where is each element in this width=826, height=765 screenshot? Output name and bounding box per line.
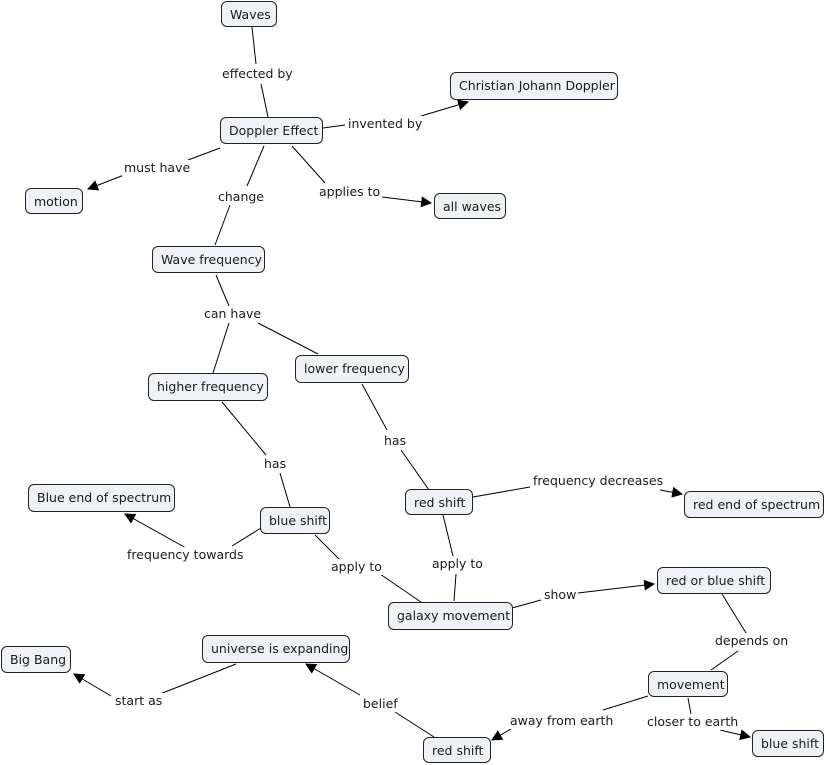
edge-can-have-to-higher	[212, 322, 230, 374]
link-belief: belief	[361, 696, 400, 712]
link-frequency-towards: frequency towards	[125, 547, 246, 563]
link-frequency-decreases: frequency decreases	[531, 473, 666, 489]
link-applies-to: applies to	[317, 184, 383, 200]
node-blue-shift-2[interactable]: blue shift	[752, 730, 824, 757]
edge-blue-shift-to-freq-towards	[231, 527, 262, 547]
edge-red-or-blue-to-depends	[721, 593, 747, 634]
edge-movement-to-closer	[687, 697, 692, 715]
node-galaxy-movement[interactable]: galaxy movement	[388, 602, 513, 630]
link-change: change	[216, 189, 267, 205]
edge-wave-frequency-to-can-have	[215, 274, 230, 307]
edge-depends-to-movement	[710, 650, 739, 671]
edge-has-to-blue-shift	[279, 472, 291, 508]
link-show: show	[542, 587, 579, 603]
edge-doppler-to-must-have	[187, 147, 221, 161]
edge-closer-to-blue-shift	[719, 729, 752, 741]
node-lower-frequency[interactable]: lower frequency	[295, 355, 409, 383]
edge-label-to-doppler	[260, 83, 269, 118]
edge-red-shift-to-apply-to	[442, 514, 454, 557]
node-doppler-effect[interactable]: Doppler Effect	[220, 117, 323, 144]
edge-can-have-to-lower	[257, 322, 319, 355]
link-away-from-earth: away from earth	[508, 713, 616, 729]
edge-apply-to-to-galaxy	[379, 573, 422, 603]
node-christian-johann-doppler[interactable]: Christian Johann Doppler	[450, 72, 618, 100]
link-can-have: can have	[202, 306, 264, 322]
link-depends-on: depends on	[713, 633, 791, 649]
edge-show-to-red-or-blue	[577, 579, 656, 594]
node-higher-frequency[interactable]: higher frequency	[148, 373, 268, 401]
edge-has-to-red-shift	[400, 449, 430, 491]
node-waves[interactable]: Waves	[221, 1, 277, 27]
edge-freq-towards-to-blue-end	[124, 513, 187, 549]
edge-movement-to-away	[602, 695, 649, 711]
edge-start-as-to-big-bang	[73, 673, 112, 697]
link-apply-to-blue: apply to	[329, 559, 384, 575]
node-wave-frequency[interactable]: Wave frequency	[152, 246, 265, 273]
edge-universe-to-start-as	[159, 663, 237, 695]
edge-freq-decreases-to-red-end	[659, 486, 684, 498]
node-all-waves[interactable]: all waves	[434, 193, 506, 219]
link-effected-by: effected by	[220, 66, 295, 82]
edge-red-shift-to-freq-decreases	[472, 486, 531, 498]
edge-change-to-wave-frequency	[214, 204, 231, 246]
link-must-have: must have	[122, 160, 193, 176]
link-closer-to-earth: closer to earth	[645, 714, 741, 730]
edge-belief-to-universe	[305, 663, 361, 696]
edge-lower-to-has	[361, 383, 388, 431]
node-red-shift[interactable]: red shift	[405, 489, 473, 515]
edge-doppler-to-invented-label	[322, 124, 346, 129]
edge-away-to-red-shift	[491, 728, 512, 741]
node-red-or-blue-shift[interactable]: red or blue shift	[657, 567, 771, 594]
link-start-as: start as	[113, 693, 165, 709]
edge-blue-shift-to-apply-to	[314, 534, 341, 561]
edge-higher-to-has	[221, 401, 267, 456]
node-universe-is-expanding[interactable]: universe is expanding	[202, 635, 350, 663]
link-has-higher: has	[262, 456, 289, 472]
node-blue-end-of-spectrum[interactable]: Blue end of spectrum	[28, 484, 175, 512]
link-apply-to-red: apply to	[430, 556, 485, 572]
node-red-shift-2[interactable]: red shift	[423, 737, 491, 763]
link-has-lower: has	[382, 433, 409, 449]
node-blue-shift[interactable]: blue shift	[260, 507, 330, 534]
edge-red-shift-to-belief	[394, 711, 435, 738]
edge-apply-to-to-galaxy-2	[453, 573, 457, 602]
node-motion[interactable]: motion	[25, 188, 83, 214]
edge-must-have-to-motion	[86, 174, 125, 191]
edge-applies-to-all-waves	[381, 196, 433, 208]
node-movement[interactable]: movement	[648, 671, 728, 697]
node-big-bang[interactable]: Big Bang	[1, 646, 71, 673]
link-invented-by: invented by	[346, 116, 425, 132]
node-red-end-of-spectrum[interactable]: red end of spectrum	[684, 491, 824, 518]
edge-invented-label-to-christian	[420, 99, 470, 117]
edge-doppler-to-change	[246, 145, 265, 187]
edge-galaxy-to-show	[511, 599, 542, 609]
edge-doppler-to-applies	[291, 145, 326, 184]
edge-waves-to-label	[251, 26, 257, 65]
